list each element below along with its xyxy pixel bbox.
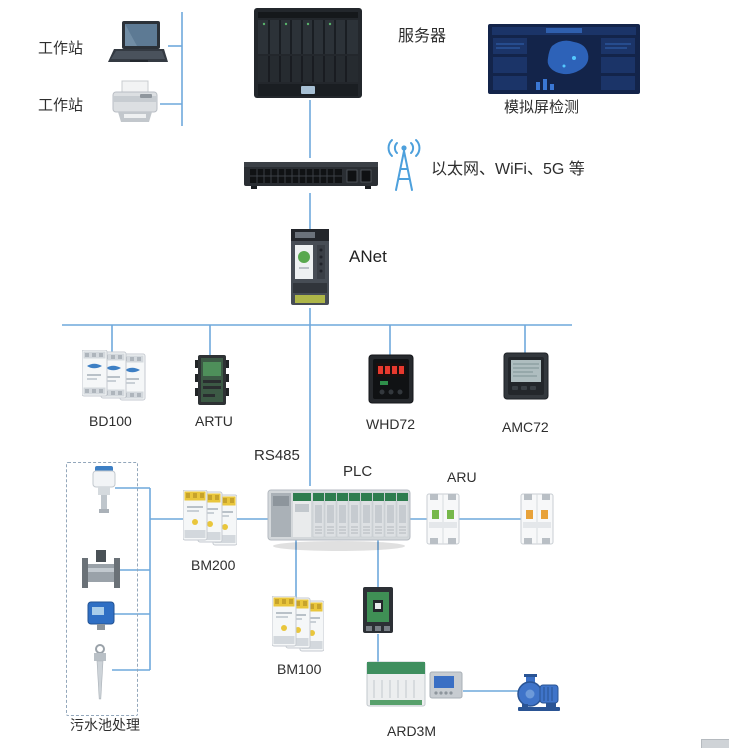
aru-label: ARU [447,469,477,485]
scrollbar-thumb[interactable] [701,739,729,748]
antenna-icon [387,139,421,191]
network-label: 以太网、WiFi、5G 等 [431,161,585,178]
bd100-device-icon [82,350,146,401]
bm100-device-icon [272,596,324,652]
printer-icon [112,80,158,122]
artu-label: ARTU [195,413,233,429]
artu-device-icon [195,355,229,405]
whd72-label: WHD72 [366,416,416,432]
plc-rack-icon [267,489,411,551]
bm200-device-icon [183,490,237,546]
sewage-sensor-area [66,462,138,716]
temperature-probe-icon [94,644,106,700]
circuit-breaker-icon [363,587,393,633]
whd72-device-icon [368,354,414,404]
laptop-icon [108,21,168,62]
anet-label: ANet [349,247,387,266]
aru-spd-1-icon [426,493,460,545]
anet-gateway-icon [291,229,329,305]
amc72-label: AMC72 [502,419,549,435]
pump-icon [517,674,560,711]
flow-meter-icon [82,550,120,588]
ard3m-device-icon [366,661,463,707]
sewage-label: 污水池处理 [70,717,140,733]
network-switch-icon [244,162,378,189]
amc72-device-icon [503,352,549,400]
sim-screen-label: 模拟屏检测 [504,99,580,116]
ard3m-label: ARD3M [387,723,437,739]
level-sensor-icon [87,601,115,630]
dashboard-screen-icon [488,24,640,94]
bd100-label: BD100 [89,413,132,429]
pressure-transmitter-icon [92,466,116,513]
bm200-label: BM200 [191,557,236,573]
server-rack-icon [254,8,362,98]
workstation-1-label: 工作站 [38,40,84,57]
server-label: 服务器 [398,28,447,45]
workstation-2-label: 工作站 [38,97,84,114]
rs485-label: RS485 [254,447,300,464]
aru-spd-2-icon [520,493,554,545]
bm100-label: BM100 [277,661,322,677]
plc-label: PLC [343,463,373,480]
